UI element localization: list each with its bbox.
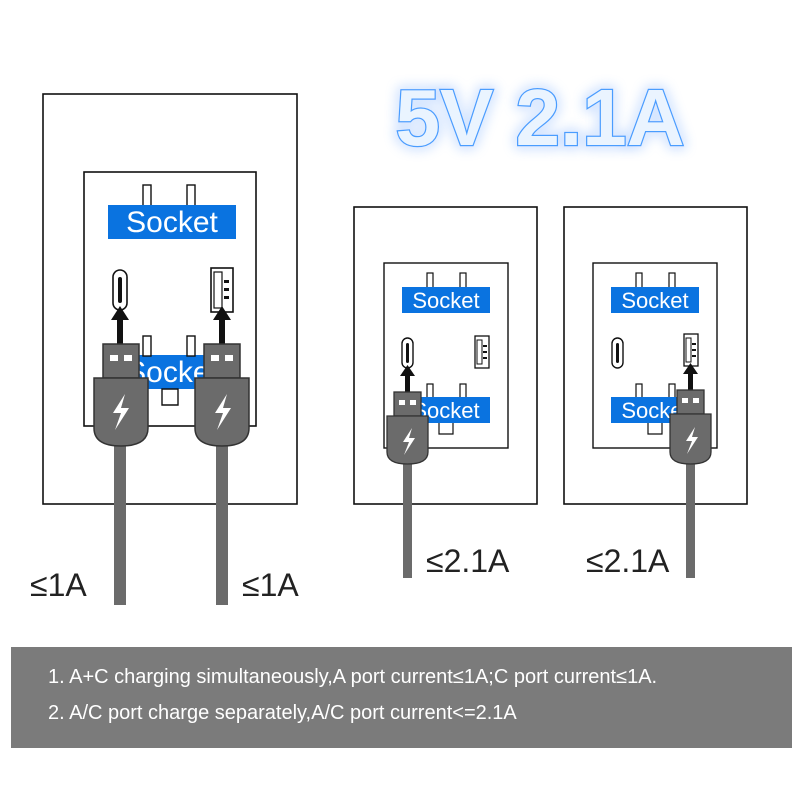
lightning-bolt-icon: [403, 428, 415, 455]
usb-a-port: [474, 335, 490, 369]
socket-slots-bottom: [142, 335, 196, 406]
lightning-bolt-icon: [113, 394, 129, 430]
socket-label-bg: [108, 205, 236, 239]
usb-plug-icon: [93, 343, 149, 605]
socket-label: Socket: [621, 288, 688, 313]
current-label: ≤2.1A: [426, 543, 510, 579]
insert-arrow-icon: [683, 363, 698, 390]
usb-a-port: [683, 333, 699, 367]
socket-label: Socket: [126, 206, 218, 239]
note-line: 2. A/C port charge separately,A/C port c…: [48, 702, 517, 724]
insert-arrow-icon: [400, 365, 415, 392]
usb-plug-icon: [194, 343, 250, 605]
usb-plug-icon: [386, 391, 429, 578]
lightning-bolt-icon: [215, 394, 231, 430]
panel-a-port-only: Socket Socket ≤2.1A: [563, 206, 748, 579]
panel-c-port-only: Socket Socket ≤2.1A: [353, 206, 538, 579]
usb-a-port: [210, 267, 234, 313]
note-line: 1. A+C charging simultaneously,A port cu…: [48, 666, 658, 688]
socket-label: Socket: [412, 288, 479, 313]
current-label: ≤1A: [242, 567, 299, 603]
insert-arrow-icon: [213, 306, 231, 344]
notes-panel: 1. A+C charging simultaneously,A port cu…: [11, 647, 792, 748]
current-label: ≤1A: [30, 567, 87, 603]
lightning-bolt-icon: [686, 427, 698, 454]
insert-arrow-icon: [111, 306, 129, 344]
headline-title: 5V 2.1A: [395, 73, 684, 162]
current-label: ≤2.1A: [586, 543, 670, 579]
panel-combined-charging: Socket Socket: [30, 93, 299, 605]
socket-label-bg: [402, 287, 490, 313]
socket-slots-bottom: [426, 383, 467, 435]
usb-plug-icon: [669, 389, 712, 578]
socket-label-bg: [611, 287, 699, 313]
